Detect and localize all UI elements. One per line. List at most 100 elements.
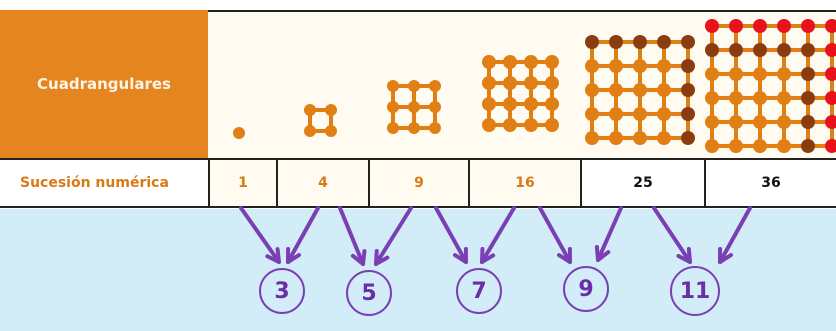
dot [429,122,441,134]
dot [705,139,719,153]
arrow-line [596,206,623,262]
arrow-line [286,206,320,264]
dot [524,118,538,132]
dot [387,101,399,113]
dot [729,115,743,129]
difference-value: 11 [679,278,711,304]
difference-circle-3: 7 [456,268,502,314]
sequence-cell-6: 36 [704,158,836,208]
dot [429,101,441,113]
dot [585,83,599,97]
dot [705,19,719,33]
dot [657,131,671,145]
dot [777,43,791,57]
dot [753,67,767,81]
row-header-label: Cuadrangulares [37,75,171,93]
arrow-line [480,206,516,264]
difference-circle-5: 11 [670,266,720,316]
dot [408,122,420,134]
dot [753,115,767,129]
sequence-cell-4: 16 [468,158,580,208]
dot [503,55,517,69]
dot [545,118,559,132]
dot [609,35,623,49]
dot [801,91,815,105]
arrow-head [286,247,301,264]
arrow-line [538,206,572,264]
dot [825,43,836,57]
dot [545,76,559,90]
difference-circle-2: 5 [346,270,392,316]
difference-value: 7 [471,278,487,304]
dot [503,97,517,111]
sequence-value: 25 [633,175,653,191]
dot [387,80,399,92]
sequence-value: 4 [318,175,328,191]
dot [482,97,496,111]
arrow-head [453,247,468,264]
dot [633,59,647,73]
sequence-cell-2: 4 [276,158,368,208]
dot [503,76,517,90]
dot [524,97,538,111]
dot [729,43,743,57]
dot [545,97,559,111]
dot [825,91,836,105]
dot [657,35,671,49]
dot [825,67,836,81]
dot [705,67,719,81]
dot [482,55,496,69]
dot [801,19,815,33]
dot [503,118,517,132]
arrow-line [374,206,413,266]
dot [681,131,695,145]
arrow-head [594,245,611,262]
dot [387,122,399,134]
arrow-line [652,206,692,264]
dot [325,125,337,137]
sequence-label: Sucesión numérica [20,175,169,191]
dot [609,131,623,145]
dot [657,59,671,73]
dot [681,83,695,97]
dot [729,91,743,105]
arrow-line [718,206,752,264]
dot [524,55,538,69]
difference-value: 3 [274,278,290,304]
dot [633,131,647,145]
sequence-value: 9 [414,175,424,191]
dot [705,91,719,105]
dot [825,19,836,33]
sequence-value: 36 [761,175,781,191]
dot [705,115,719,129]
dot [681,35,695,49]
dot [777,139,791,153]
dot [801,43,815,57]
dot [524,76,538,90]
dot [325,104,337,116]
arrow-head [374,249,390,266]
dot [429,80,441,92]
dot [657,107,671,121]
dot [482,76,496,90]
dot [825,115,836,129]
dot [777,19,791,33]
dot [825,139,836,153]
dot [801,139,815,153]
dot [753,19,767,33]
dot [609,83,623,97]
dot [633,35,647,49]
arrow-head [557,247,572,264]
dot [729,67,743,81]
dot [753,43,767,57]
dot [304,104,316,116]
arrow-line [434,206,468,264]
dot [801,115,815,129]
dot [585,35,599,49]
dot [304,125,316,137]
dot [729,19,743,33]
dot [609,107,623,121]
arrow-head [676,247,692,264]
difference-value: 5 [361,280,377,306]
